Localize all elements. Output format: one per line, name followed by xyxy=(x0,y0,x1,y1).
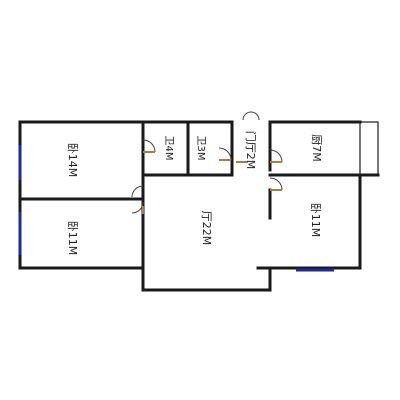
door-arc-entry-a xyxy=(242,111,252,121)
label-bedroom-11-right: 卧11M xyxy=(309,203,322,238)
kitchen-balcony xyxy=(359,121,379,176)
door-arc-bed11 xyxy=(131,201,144,214)
doors xyxy=(131,111,283,214)
room-labels: 卧14M 卧11M 卫4M 卫3M 门厅2M 厨7M 厅22M 卧11M xyxy=(66,131,323,256)
label-bath-4: 卫4M xyxy=(163,136,174,161)
door-arc-bath4 xyxy=(142,139,156,153)
door-arc-entry-b xyxy=(250,111,260,121)
label-entry-hall: 门厅2M xyxy=(244,131,258,170)
label-living-hall: 厅22M xyxy=(200,211,213,246)
label-bath-3: 卫3M xyxy=(195,136,206,161)
door-arc-bath3 xyxy=(218,147,232,161)
label-kitchen: 厨7M xyxy=(310,134,323,162)
door-arc-kitchen xyxy=(269,149,283,163)
door-arc-bed14 xyxy=(131,185,144,198)
walls xyxy=(18,120,380,292)
label-bedroom-11-left: 卧11M xyxy=(66,221,79,256)
windows xyxy=(18,145,334,272)
wall-left-block xyxy=(18,120,145,270)
label-bedroom-14: 卧14M xyxy=(66,143,79,178)
door-arc-bed-right xyxy=(269,177,283,191)
